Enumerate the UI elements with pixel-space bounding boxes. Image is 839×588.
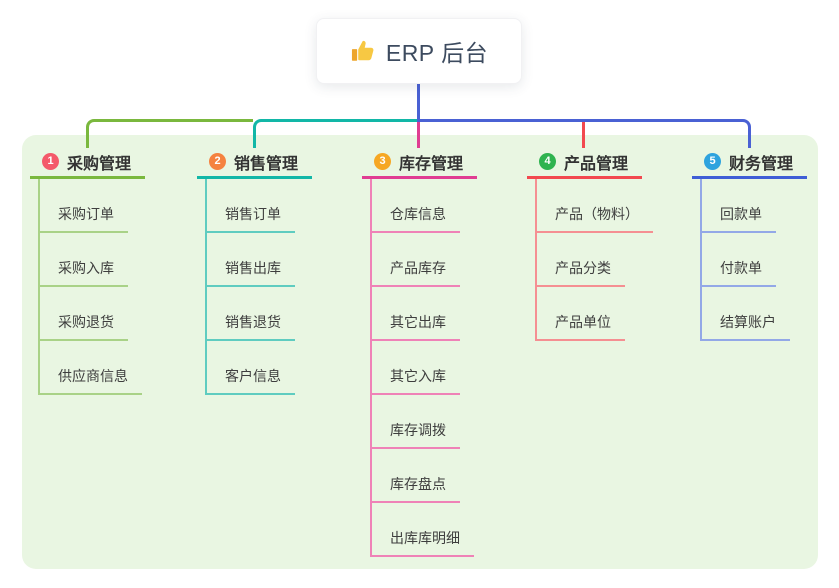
branch-trunk-line [370,179,372,557]
child-row: 付款单 [700,233,807,287]
thumbs-up-icon [350,38,376,64]
root-node[interactable]: ERP 后台 [316,18,522,84]
child-node[interactable]: 回款单 [700,204,776,233]
child-row: 仓库信息 [370,179,477,233]
branch-title: 销售管理 [234,155,299,173]
child-node[interactable]: 结算账户 [700,312,790,341]
branch-column-3: 3 库存管理仓库信息产品库存其它出库其它入库库存调拨库存盘点出库库明细 [362,147,477,557]
child-row: 回款单 [700,179,807,233]
child-row: 产品分类 [535,233,653,287]
branch-title: 库存管理 [399,155,464,173]
branch-children: 采购订单采购入库采购退货供应商信息 [38,179,145,395]
child-node[interactable]: 仓库信息 [370,204,460,233]
child-node[interactable]: 采购订单 [38,204,128,233]
branch-trunk-line [205,179,207,395]
branches-panel [22,135,818,569]
child-node[interactable]: 出库库明细 [370,528,474,557]
branch-children: 回款单付款单结算账户 [700,179,807,341]
branch-number-badge: 1 [42,153,59,170]
child-node[interactable]: 产品单位 [535,312,625,341]
branch-column-4: 4 产品管理产品（物料） 产品分类产品单位 [527,147,653,341]
branch-trunk-line [700,179,702,341]
child-row: 库存调拨 [370,395,477,449]
child-row: 客户信息 [205,341,312,395]
child-row: 其它出库 [370,287,477,341]
child-row: 库存盘点 [370,449,477,503]
branch-node-2[interactable]: 2 销售管理 [197,147,312,179]
branch-elbow-line-2 [253,119,418,148]
branch-drop-line-4 [582,121,585,148]
child-node[interactable]: 客户信息 [205,366,295,395]
branch-trunk-line [38,179,40,395]
branch-column-5: 5 财务管理回款单付款单结算账户 [692,147,807,341]
branch-number-badge: 3 [374,153,391,170]
branch-children: 仓库信息产品库存其它出库其它入库库存调拨库存盘点出库库明细 [370,179,477,557]
child-row: 产品（物料） [535,179,653,233]
child-node[interactable]: 库存调拨 [370,420,460,449]
root-node-title: ERP 后台 [385,40,489,66]
child-row: 其它入库 [370,341,477,395]
branch-node-1[interactable]: 1 采购管理 [30,147,145,179]
branch-children: 产品（物料） 产品分类产品单位 [535,179,653,341]
branch-title: 财务管理 [729,155,794,173]
child-row: 产品库存 [370,233,477,287]
branch-title: 采购管理 [67,155,132,173]
branch-number-badge: 2 [209,153,226,170]
child-node[interactable]: 产品分类 [535,258,625,287]
child-row: 采购退货 [38,287,145,341]
child-row: 结算账户 [700,287,807,341]
branch-elbow-line-1 [86,119,253,148]
child-row: 采购订单 [38,179,145,233]
branch-column-2: 2 销售管理销售订单销售出库销售退货客户信息 [197,147,312,395]
child-node[interactable]: 销售订单 [205,204,295,233]
branch-title: 产品管理 [564,155,629,173]
root-connector-line [417,84,420,122]
child-node[interactable]: 其它出库 [370,312,460,341]
branch-node-5[interactable]: 5 财务管理 [692,147,807,179]
branch-number-badge: 4 [539,153,556,170]
child-row: 销售出库 [205,233,312,287]
child-row: 出库库明细 [370,503,477,557]
child-node[interactable]: 销售退货 [205,312,295,341]
child-node[interactable]: 采购退货 [38,312,128,341]
child-node[interactable]: 其它入库 [370,366,460,395]
child-node[interactable]: 供应商信息 [38,366,142,395]
branch-drop-line-3 [417,121,420,148]
child-row: 销售退货 [205,287,312,341]
child-row: 采购入库 [38,233,145,287]
child-node[interactable]: 付款单 [700,258,776,287]
branch-elbow-line-5 [419,119,751,148]
child-node[interactable]: 产品（物料） [535,204,653,233]
child-row: 供应商信息 [38,341,145,395]
branch-column-1: 1 采购管理采购订单采购入库采购退货供应商信息 [30,147,145,395]
branch-node-4[interactable]: 4 产品管理 [527,147,642,179]
child-node[interactable]: 产品库存 [370,258,460,287]
child-row: 销售订单 [205,179,312,233]
branch-number-badge: 5 [704,153,721,170]
branch-children: 销售订单销售出库销售退货客户信息 [205,179,312,395]
child-row: 产品单位 [535,287,653,341]
child-node[interactable]: 采购入库 [38,258,128,287]
child-node[interactable]: 销售出库 [205,258,295,287]
branch-node-3[interactable]: 3 库存管理 [362,147,477,179]
branch-trunk-line [535,179,537,341]
child-node[interactable]: 库存盘点 [370,474,460,503]
